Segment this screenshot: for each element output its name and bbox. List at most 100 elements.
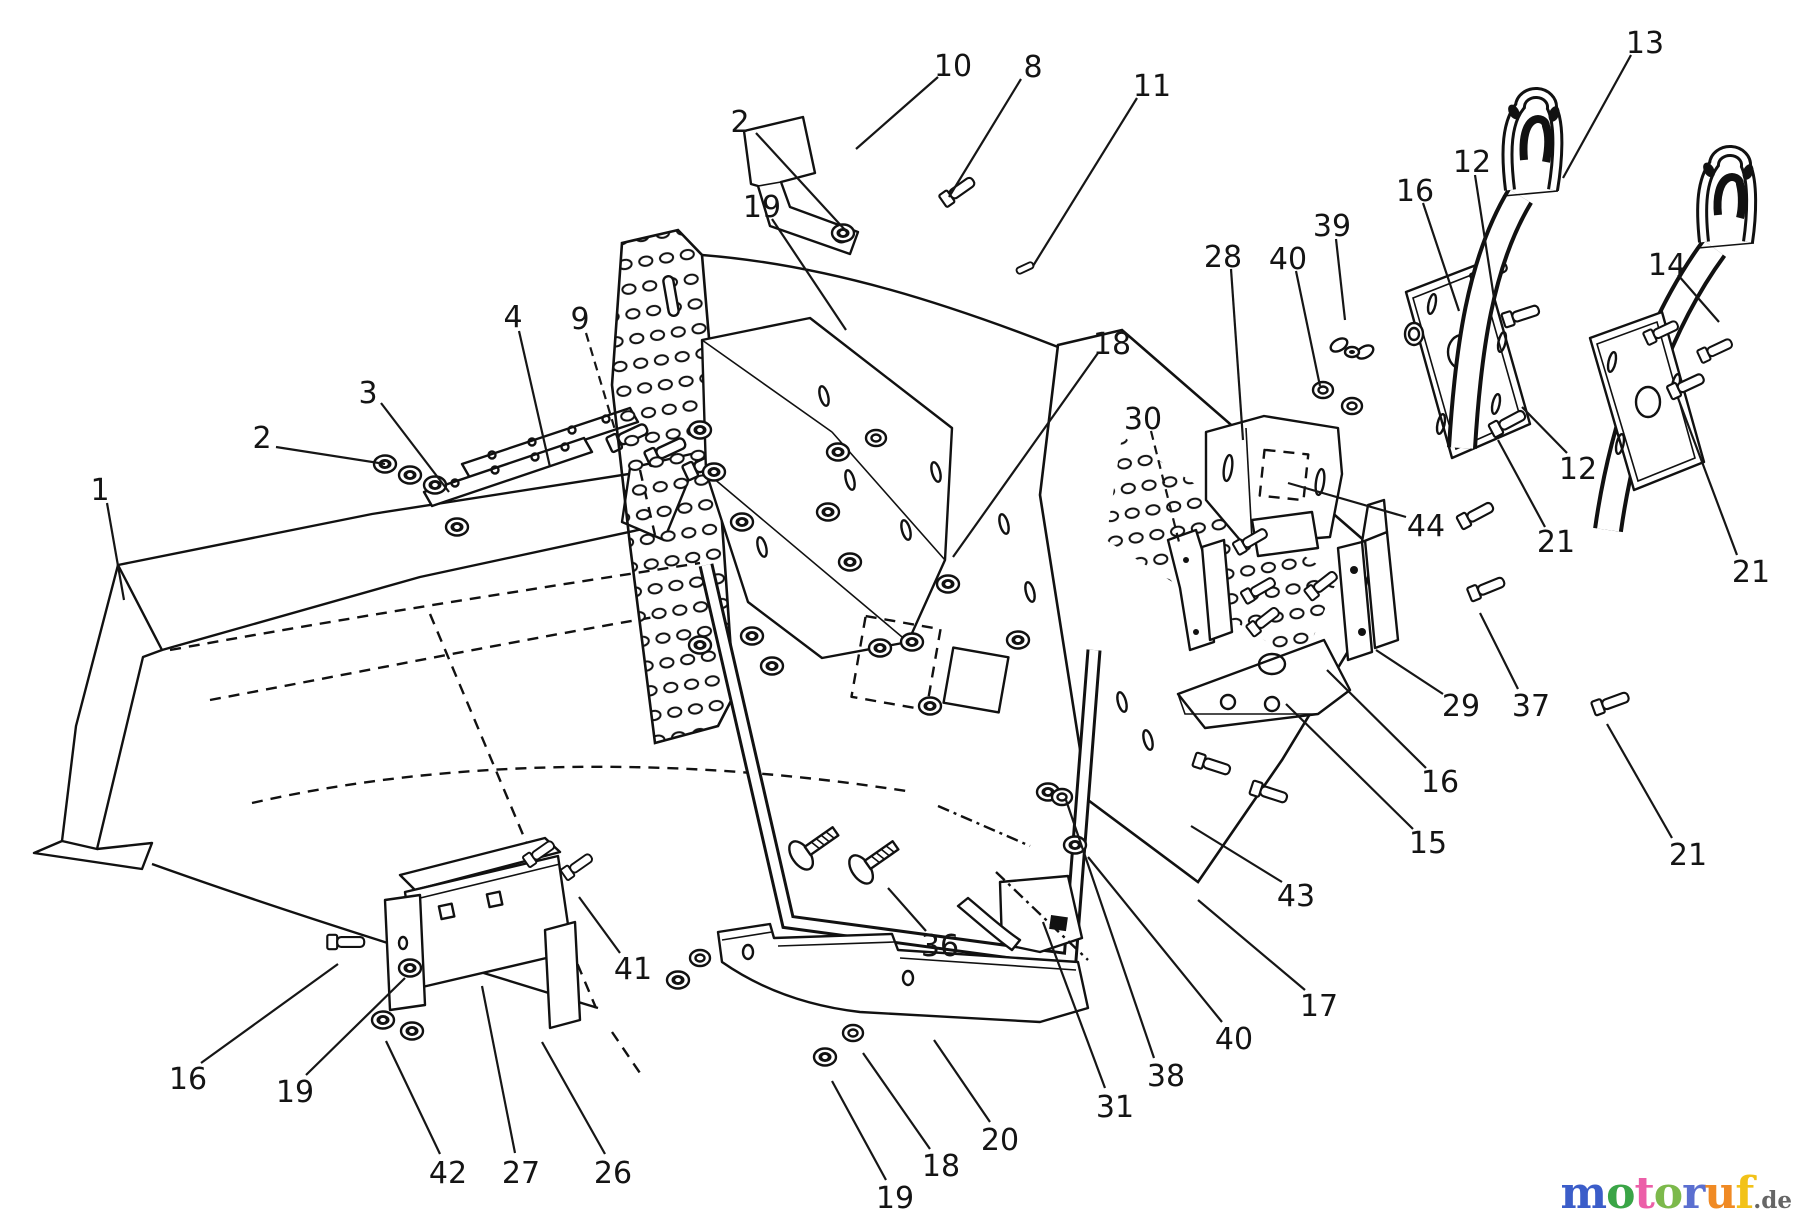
callout-label-3: 3 xyxy=(358,376,377,411)
logo-letter: o xyxy=(1606,1168,1635,1218)
leader-line xyxy=(1606,723,1673,839)
part-31-latch xyxy=(937,804,1089,961)
callout-label-15: 15 xyxy=(1409,826,1447,861)
part-1-fender xyxy=(32,469,907,1077)
leader-line xyxy=(541,1041,606,1155)
leader-line xyxy=(1149,430,1181,543)
callout-label-17: 17 xyxy=(1300,989,1338,1024)
leader-line xyxy=(1032,97,1138,267)
part-29-bracket xyxy=(1336,498,1400,662)
callout-label-43: 43 xyxy=(1277,879,1315,914)
part-15-gusset xyxy=(1176,524,1352,730)
leader-line xyxy=(275,445,386,466)
leader-line xyxy=(1087,856,1223,1023)
leader-line xyxy=(1287,481,1407,519)
leader-line xyxy=(933,1039,991,1123)
callout-label-20: 20 xyxy=(981,1123,1019,1158)
callout-label-12: 12 xyxy=(1559,452,1597,487)
leader-line xyxy=(517,330,552,468)
part-13-fork xyxy=(1447,87,1564,449)
leader-line xyxy=(584,332,620,441)
motoruf-wordmark: motoruf xyxy=(1560,1168,1755,1218)
callout-label-10: 10 xyxy=(934,49,972,84)
callout-label-40: 40 xyxy=(1215,1022,1253,1057)
motoruf-logo[interactable]: motoruf.de xyxy=(1561,1172,1792,1216)
leader-line xyxy=(578,896,621,954)
pin-11 xyxy=(1014,260,1036,276)
part-39-wingnut xyxy=(1329,337,1375,360)
leader-line xyxy=(952,352,1099,558)
callout-label-42: 42 xyxy=(429,1156,467,1191)
callout-label-19: 19 xyxy=(743,190,781,225)
leader-line xyxy=(380,402,450,493)
part-20-plate xyxy=(665,922,1090,1067)
callout-label-40: 40 xyxy=(1269,242,1307,277)
leader-line xyxy=(200,963,339,1064)
leader-line xyxy=(1677,274,1720,323)
part-28-bracket xyxy=(1204,414,1344,558)
logo-letter: f xyxy=(1735,1168,1754,1218)
leader-line xyxy=(1294,270,1322,387)
part-14-mount-plate xyxy=(1588,310,1736,492)
leader-line xyxy=(755,132,847,232)
logo-letter: o xyxy=(1653,1168,1683,1218)
callout-label-27: 27 xyxy=(502,1156,540,1191)
leader-line xyxy=(887,887,927,932)
callout-label-26: 26 xyxy=(594,1156,632,1191)
leader-line xyxy=(105,502,126,601)
part-36-thumbscrews xyxy=(783,817,906,889)
callout-label-2: 2 xyxy=(252,421,271,456)
callout-label-1: 1 xyxy=(90,473,109,508)
leader-line xyxy=(1375,649,1444,695)
leader-line xyxy=(1326,669,1427,769)
logo-letter: r xyxy=(1682,1168,1705,1218)
callout-label-39: 39 xyxy=(1313,209,1351,244)
callout-label-14: 14 xyxy=(1648,248,1686,283)
callout-label-8: 8 xyxy=(1023,50,1042,85)
part-10-bracket xyxy=(742,115,1036,276)
callout-label-4: 4 xyxy=(503,300,522,335)
leader-line xyxy=(831,1080,887,1181)
callout-label-28: 28 xyxy=(1204,240,1242,275)
callout-label-36: 36 xyxy=(921,929,959,964)
leader-line xyxy=(771,218,847,331)
callout-label-16: 16 xyxy=(169,1062,207,1097)
leader-line xyxy=(1285,703,1414,830)
leader-line xyxy=(480,985,517,1154)
callout-label-16: 16 xyxy=(1421,765,1459,800)
leader-line xyxy=(1197,899,1306,991)
leader-line xyxy=(1229,268,1245,441)
leader-line xyxy=(1190,825,1283,883)
callout-label-21: 21 xyxy=(1537,525,1575,560)
leader-line xyxy=(1521,406,1568,454)
leader-line xyxy=(305,977,406,1076)
callout-label-16: 16 xyxy=(1396,174,1434,209)
callout-label-31: 31 xyxy=(1096,1090,1134,1125)
leader-line xyxy=(1473,174,1496,299)
callout-label-44: 44 xyxy=(1407,509,1445,544)
leader-line xyxy=(948,78,1022,198)
leader-line xyxy=(862,1052,931,1150)
callout-label-30: 30 xyxy=(1124,402,1162,437)
part-27-bracket xyxy=(326,836,596,1041)
leader-line xyxy=(1497,439,1546,528)
leader-line xyxy=(385,1040,441,1155)
logo-letter: u xyxy=(1704,1168,1736,1218)
part-40-washers xyxy=(1311,380,1364,416)
callout-label-13: 13 xyxy=(1626,26,1664,61)
logo-letter: m xyxy=(1560,1168,1608,1218)
callout-label-21: 21 xyxy=(1669,838,1707,873)
callout-label-18: 18 xyxy=(1093,327,1131,362)
part-30-bracket xyxy=(1166,528,1234,652)
callout-label-12: 12 xyxy=(1453,145,1491,180)
callout-label-19: 19 xyxy=(876,1181,914,1216)
callout-label-2: 2 xyxy=(730,105,749,140)
leader-line xyxy=(1041,921,1107,1089)
leader-line xyxy=(1334,238,1347,321)
leader-line xyxy=(855,76,939,150)
panel-slots xyxy=(756,385,1154,751)
callout-label-38: 38 xyxy=(1147,1059,1185,1094)
leader-line xyxy=(1562,54,1632,179)
